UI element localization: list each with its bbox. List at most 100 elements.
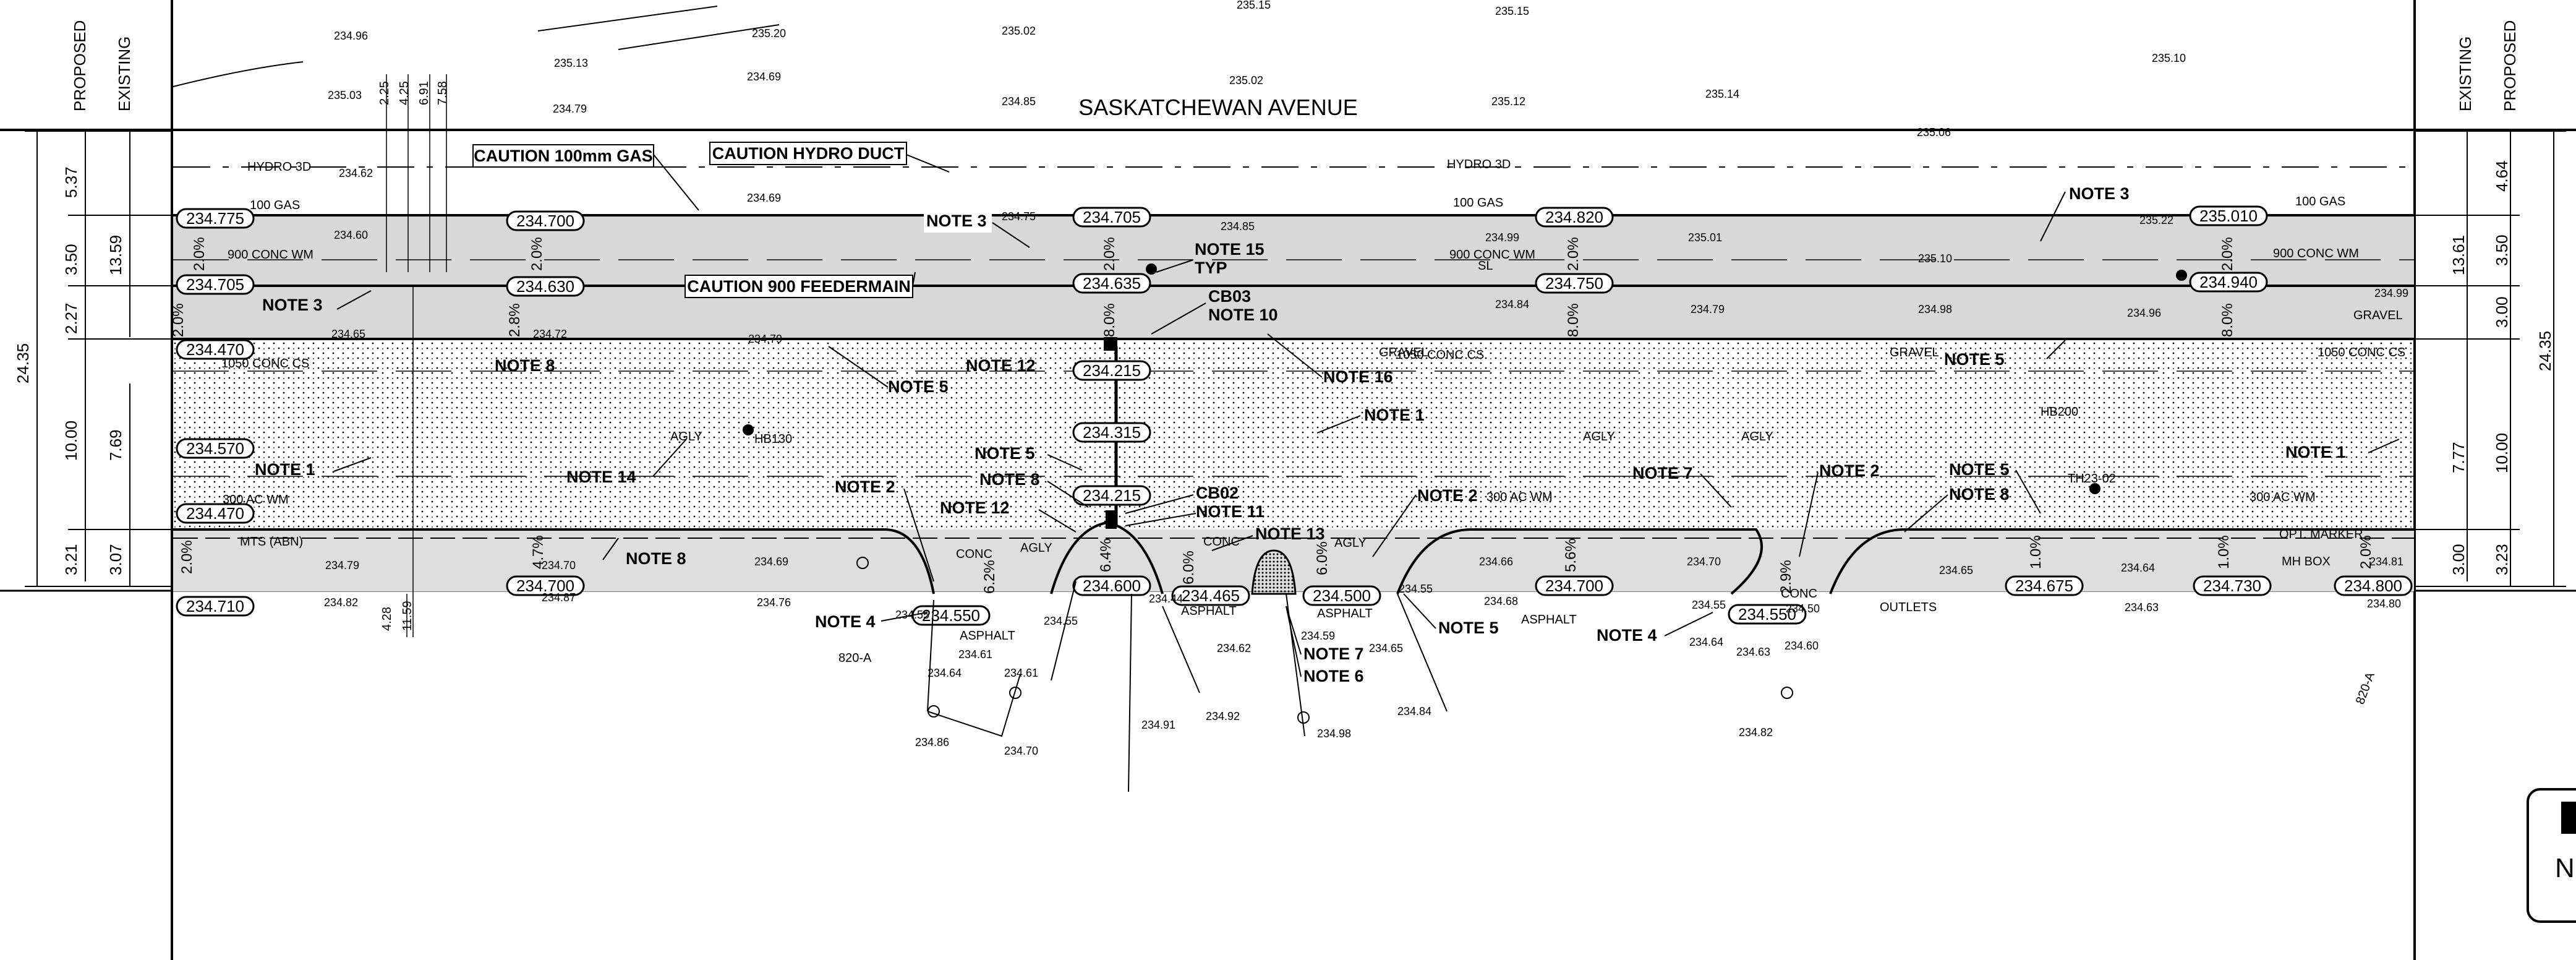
svg-text:234.85: 234.85 xyxy=(1221,220,1255,233)
elevation-box: 234.630 xyxy=(506,276,585,297)
dim-left-proposed-mid: 10.00 xyxy=(62,421,80,461)
svg-text:234.79: 234.79 xyxy=(748,333,782,345)
svg-text:234.59: 234.59 xyxy=(1301,630,1335,642)
svg-text:NOTE 12: NOTE 12 xyxy=(940,499,1010,517)
svg-text:235.10: 235.10 xyxy=(2152,52,2186,64)
valve-icon xyxy=(1009,687,1021,699)
svg-text:OPT. MARKER: OPT. MARKER xyxy=(2279,528,2363,541)
svg-text:234.55: 234.55 xyxy=(1399,583,1433,595)
svg-text:CONC: CONC xyxy=(956,547,992,561)
svg-text:235.13: 235.13 xyxy=(554,57,588,69)
svg-text:NOTE 15: NOTE 15 xyxy=(1195,240,1265,259)
svg-text:234.64: 234.64 xyxy=(928,667,962,679)
svg-text:NOTE 2: NOTE 2 xyxy=(1417,486,1478,505)
elevation-box: 234.215 xyxy=(1072,485,1151,506)
svg-text:300 AC WM: 300 AC WM xyxy=(223,493,289,507)
svg-text:ASPHALT: ASPHALT xyxy=(960,629,1015,643)
header-existing-left: EXISTING xyxy=(115,36,134,111)
svg-text:234.63: 234.63 xyxy=(2125,601,2159,614)
legend-letter: N xyxy=(2555,853,2575,883)
svg-text:234.99: 234.99 xyxy=(2374,287,2408,299)
svg-text:234.775: 234.775 xyxy=(186,209,244,228)
svg-text:NOTE 5: NOTE 5 xyxy=(1949,460,2010,479)
elevation-boxes: 234.775 234.705 234.470 234.570 234.470 … xyxy=(176,205,2413,626)
svg-text:235.20: 235.20 xyxy=(752,27,786,40)
svg-text:AGLY: AGLY xyxy=(1583,430,1615,444)
svg-text:900 CONC WM: 900 CONC WM xyxy=(2273,247,2359,260)
caution-feedermain: CAUTION 900 FEEDERMAIN xyxy=(687,277,911,296)
svg-text:NOTE 10: NOTE 10 xyxy=(1208,306,1278,324)
svg-text:1.0%: 1.0% xyxy=(2028,535,2044,569)
svg-text:OUTLETS: OUTLETS xyxy=(1880,601,1937,614)
svg-text:234.65: 234.65 xyxy=(331,328,365,340)
vertical-dims-bottom: 4.28 11.59 xyxy=(380,285,414,637)
valve-icon xyxy=(1297,711,1310,724)
elevation-box: 234.775 xyxy=(176,208,255,229)
svg-text:NOTE 1: NOTE 1 xyxy=(255,460,315,479)
svg-text:2.0%: 2.0% xyxy=(170,303,187,337)
elevation-box: 234.570 xyxy=(176,438,255,459)
svg-text:234.470: 234.470 xyxy=(186,504,244,523)
svg-text:NOTE 1: NOTE 1 xyxy=(1364,406,1425,424)
svg-text:2.0%: 2.0% xyxy=(191,237,208,271)
svg-text:235.02: 235.02 xyxy=(1002,25,1036,37)
svg-text:TH23-02: TH23-02 xyxy=(2068,472,2116,486)
dim-right-existing-4: 7.77 xyxy=(2449,442,2468,473)
svg-text:5.6%: 5.6% xyxy=(1563,538,1579,572)
svg-text:234.75: 234.75 xyxy=(1002,210,1036,223)
svg-text:234.750: 234.750 xyxy=(1545,274,1603,293)
svg-text:234.64: 234.64 xyxy=(1689,636,1723,648)
header-existing-right: EXISTING xyxy=(2456,36,2475,111)
svg-text:6.0%: 6.0% xyxy=(1314,541,1331,575)
svg-text:234.82: 234.82 xyxy=(1739,726,1773,739)
svg-text:234.465: 234.465 xyxy=(1182,586,1240,605)
left-dimensions: 24.35 5.37 3.50 2.27 10.00 3.21 13.59 7.… xyxy=(14,166,125,575)
svg-text:234.84: 234.84 xyxy=(1397,705,1431,718)
svg-text:234.700: 234.700 xyxy=(516,212,574,230)
svg-text:2.0%: 2.0% xyxy=(1101,237,1118,271)
svg-text:ASPHALT: ASPHALT xyxy=(1181,604,1237,618)
svg-text:234.940: 234.940 xyxy=(2199,273,2258,291)
elevation-box: 234.940 xyxy=(2189,272,2268,293)
legend-box: N xyxy=(2527,788,2576,923)
svg-text:ASPHALT: ASPHALT xyxy=(1317,607,1373,620)
svg-text:8.0%: 8.0% xyxy=(1101,303,1118,337)
svg-text:2.0%: 2.0% xyxy=(179,540,195,574)
svg-text:234.50: 234.50 xyxy=(1786,602,1820,615)
svg-text:234.98: 234.98 xyxy=(1317,727,1351,740)
svg-text:234.550: 234.550 xyxy=(1738,605,1796,624)
caution-hydro-duct: CAUTION HYDRO DUCT xyxy=(712,144,905,163)
dim-right-proposed-mid: 10.00 xyxy=(2493,433,2511,473)
svg-text:234.62: 234.62 xyxy=(339,167,373,179)
dim-right-existing-5: 3.00 xyxy=(2449,544,2468,575)
dim-right-existing-2: 3.50 xyxy=(2493,234,2511,266)
svg-text:SL: SL xyxy=(1478,259,1493,273)
elevation-box: 234.600 xyxy=(1072,575,1151,596)
svg-text:900 CONC WM: 900 CONC WM xyxy=(228,248,313,262)
svg-text:234.87: 234.87 xyxy=(542,591,576,604)
svg-text:NOTE 6: NOTE 6 xyxy=(1303,667,1364,685)
svg-text:NOTE 16: NOTE 16 xyxy=(1323,367,1393,386)
dim-left-existing-3: 2.27 xyxy=(62,302,80,334)
svg-text:234.69: 234.69 xyxy=(747,192,781,204)
elevation-box: 234.730 xyxy=(2193,575,2272,596)
svg-text:234.76: 234.76 xyxy=(757,596,791,609)
svg-text:CB03: CB03 xyxy=(1208,287,1251,306)
catch-basins xyxy=(743,264,2187,724)
svg-text:234.96: 234.96 xyxy=(2127,307,2161,319)
svg-text:MTS (ABN): MTS (ABN) xyxy=(240,535,303,549)
lower-lines xyxy=(927,581,1448,792)
elevation-box: 234.315 xyxy=(1072,422,1151,443)
dim-right-total: 24.35 xyxy=(2536,331,2554,371)
borehole-icon xyxy=(743,424,754,435)
svg-text:NOTE 4: NOTE 4 xyxy=(815,612,876,631)
svg-text:235.12: 235.12 xyxy=(1491,95,1525,108)
note-leaders xyxy=(333,191,2400,677)
svg-text:234.700: 234.700 xyxy=(1545,576,1603,595)
elevation-box: 234.820 xyxy=(1535,207,1614,228)
svg-text:300 AC WM: 300 AC WM xyxy=(1486,491,1553,504)
svg-text:234.55: 234.55 xyxy=(1044,615,1078,627)
svg-text:234.72: 234.72 xyxy=(533,328,567,340)
svg-text:ASPHALT: ASPHALT xyxy=(1521,613,1577,627)
borehole-icon xyxy=(2089,483,2100,494)
